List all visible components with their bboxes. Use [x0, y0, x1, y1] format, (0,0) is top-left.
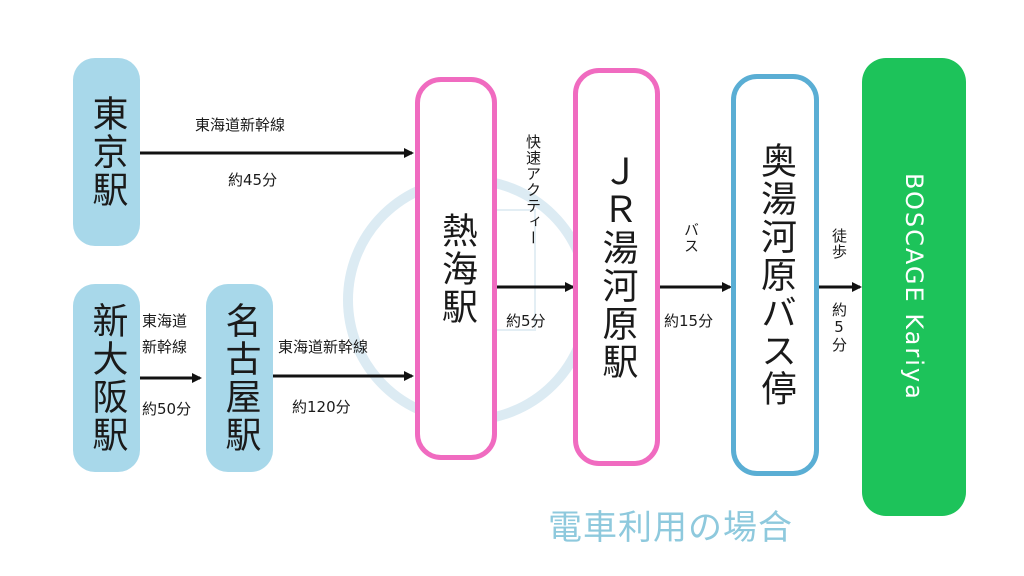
route-tokyo-atami-time: 約45分 [228, 171, 278, 189]
station-atami: 熱海駅 [415, 77, 497, 460]
route-bus-dest-time: 約5分 [830, 302, 848, 353]
station-jr-yugawara-label: ＪＲ湯河原駅 [596, 153, 638, 381]
route-bus-dest-line: 徒歩 [830, 228, 848, 260]
station-shin-osaka-label: 新大阪駅 [86, 302, 128, 454]
station-shin-osaka: 新大阪駅 [73, 284, 140, 472]
route-yugawara-bus-time: 約15分 [664, 312, 714, 330]
route-atami-yugawara-line: 快速アクティー [524, 134, 542, 246]
destination-label: BOSCAGE Kariya [900, 173, 928, 401]
station-tokyo-label: 東京駅 [86, 95, 128, 209]
route-yugawara-bus-line: バス [682, 222, 700, 254]
route-osaka-nagoya-time: 約50分 [142, 400, 192, 418]
station-atami-label: 熱海駅 [436, 211, 477, 326]
station-nagoya: 名古屋駅 [206, 284, 273, 472]
station-tokyo: 東京駅 [73, 58, 140, 246]
page-title: 電車利用の場合 [548, 508, 793, 548]
station-okuyugawara-bus-label: 奥湯河原バス停 [755, 142, 796, 408]
destination-boscage: BOSCAGE Kariya [862, 58, 966, 516]
station-jr-yugawara: ＪＲ湯河原駅 [573, 68, 660, 466]
station-nagoya-label: 名古屋駅 [219, 302, 261, 454]
station-okuyugawara-bus: 奥湯河原バス停 [731, 74, 819, 476]
route-atami-yugawara-time: 約5分 [506, 312, 546, 330]
route-osaka-nagoya-line2: 新幹線 [142, 338, 188, 356]
route-osaka-nagoya-line1: 東海道 [142, 312, 188, 330]
route-nagoya-atami-line: 東海道新幹線 [278, 338, 369, 356]
route-nagoya-atami-time: 約120分 [292, 398, 351, 416]
route-tokyo-atami-line: 東海道新幹線 [195, 116, 286, 134]
